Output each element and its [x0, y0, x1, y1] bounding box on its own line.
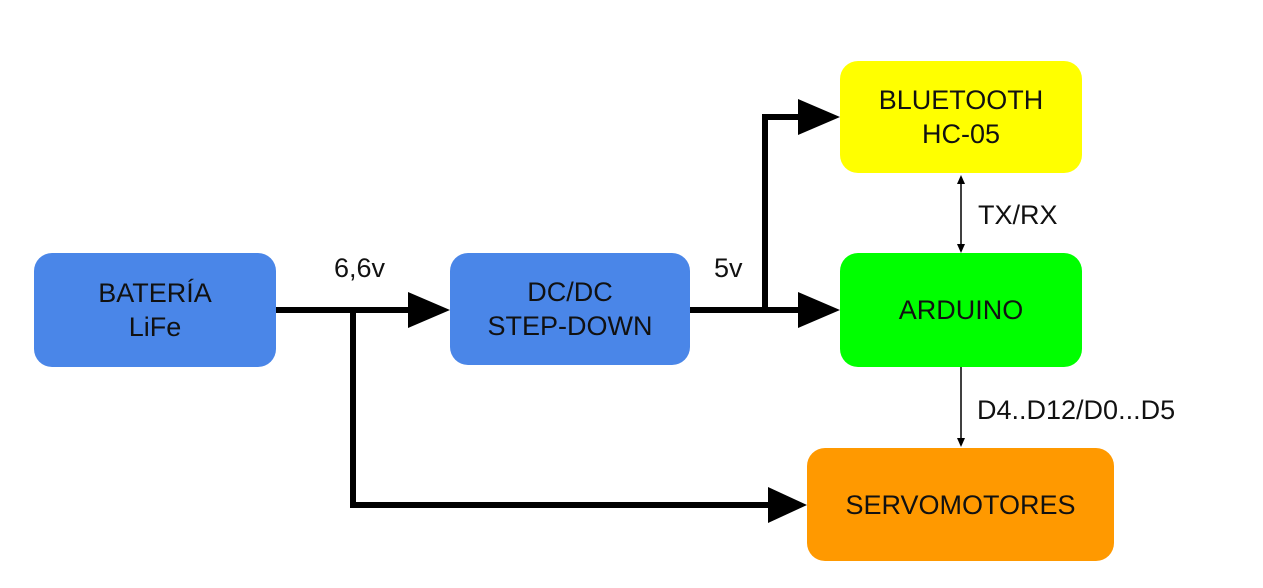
arrowhead-txrx-up: [957, 175, 965, 184]
arrowhead-bluetooth: [798, 99, 840, 135]
arduino-block: ARDUINO: [840, 253, 1082, 367]
bluetooth-label-line1: BLUETOOTH: [878, 85, 1044, 115]
bluetooth-block: BLUETOOTH HC-05: [840, 61, 1082, 173]
arrowhead-txrx-down: [957, 244, 965, 253]
pins-label: D4..D12/D0...D5: [977, 395, 1176, 425]
txrx-label: TX/RX: [978, 200, 1058, 230]
servos-label: SERVOMOTORES: [845, 489, 1076, 520]
battery-label-line1: BATERÍA: [98, 278, 212, 308]
wire-to-bluetooth: [762, 114, 802, 310]
wire-battery-to-servos: [350, 310, 772, 508]
arrowhead-dcdc: [408, 292, 450, 328]
battery-block: BATERÍA LiFe: [34, 253, 276, 367]
arduino-label: ARDUINO: [898, 295, 1024, 325]
servos-block: SERVOMOTORES: [807, 448, 1114, 561]
battery-voltage-label: 6,6v: [334, 253, 386, 283]
battery-label-line2: LiFe: [128, 312, 182, 342]
bluetooth-label-line2: HC-05: [921, 119, 1001, 149]
dcdc-block: DC/DC STEP-DOWN: [450, 253, 690, 365]
dcdc-label-line2: STEP-DOWN: [487, 311, 653, 341]
arrowhead-pins-down: [957, 438, 965, 447]
regulated-voltage-label: 5v: [714, 253, 743, 283]
arrowhead-arduino: [798, 292, 840, 328]
arrowhead-servos: [768, 487, 807, 523]
dcdc-label-line1: DC/DC: [527, 277, 613, 307]
